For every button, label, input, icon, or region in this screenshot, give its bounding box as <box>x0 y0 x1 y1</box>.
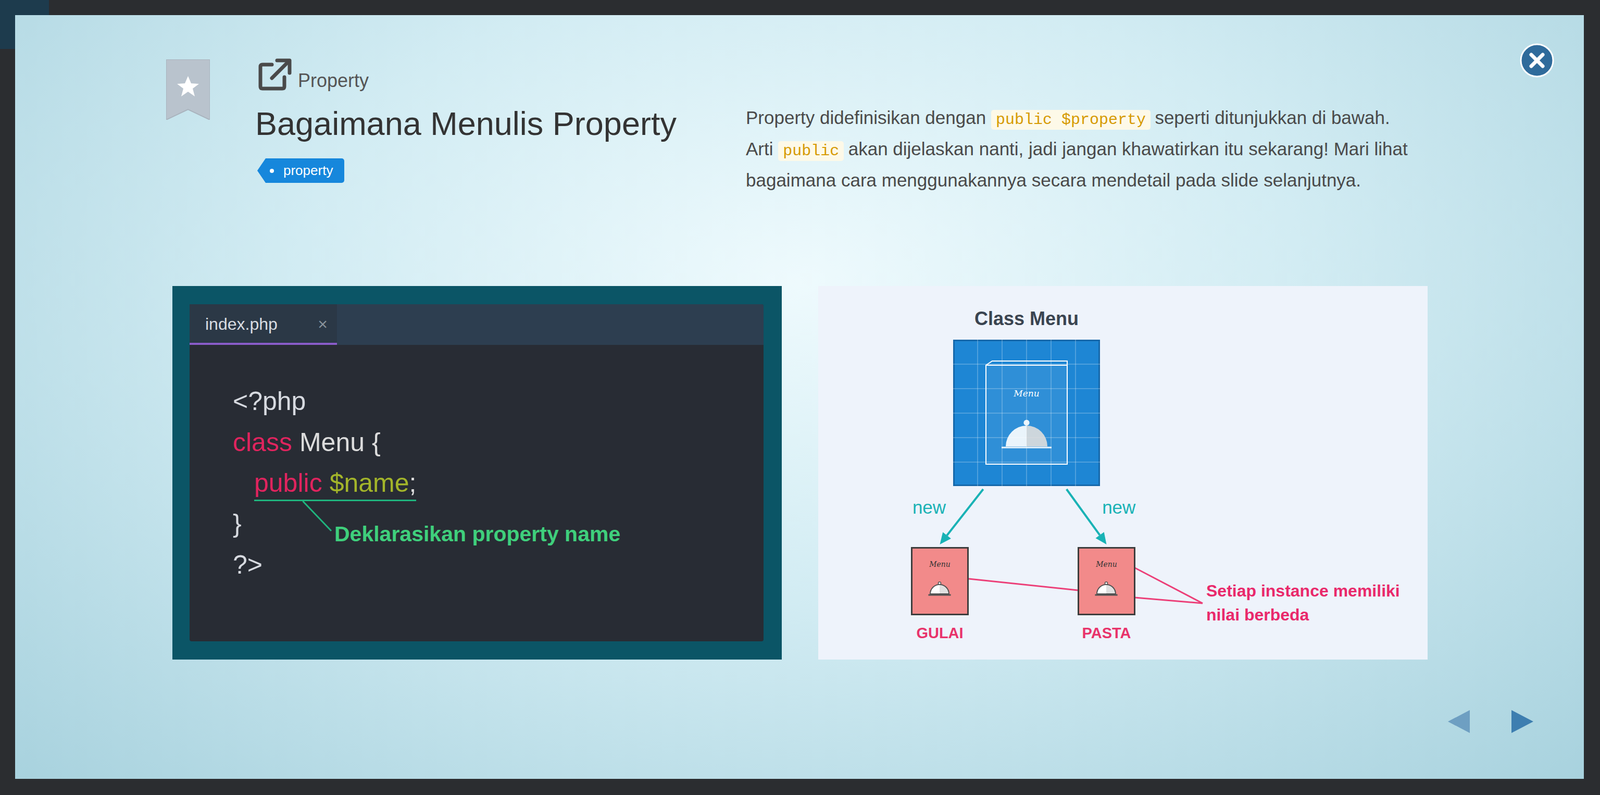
instance-box: MenuGULAI <box>910 546 969 616</box>
code-line: ?> <box>232 548 263 581</box>
menu-script: Menu <box>910 559 969 569</box>
code-line: <?php <box>232 385 306 417</box>
editor-tab: index.php × <box>189 304 337 345</box>
code-line: classMenu { <box>232 426 381 458</box>
next-arrow <box>1509 708 1536 735</box>
bookmark-icon <box>166 59 210 120</box>
callout-text: Setiap instance memiliki nilai berbeda <box>1206 578 1425 627</box>
instance-name: PASTA <box>1082 623 1132 643</box>
cloche-icon <box>1077 546 1136 616</box>
tag-label: property <box>257 158 345 183</box>
description-text: Property didefinisikan dengan <box>745 107 986 128</box>
code-token: <?php <box>232 386 306 416</box>
code-token: } <box>232 508 242 539</box>
code-token: class <box>232 427 293 457</box>
inline-code: public $property <box>991 109 1151 130</box>
instantiation-arrow <box>1066 489 1107 545</box>
close-button <box>1519 42 1555 79</box>
code-line: } <box>232 507 242 540</box>
prev-arrow <box>1445 708 1472 735</box>
section-label: Property <box>297 69 369 93</box>
tag-dot <box>269 168 274 173</box>
code-callout: Deklarasikan property name <box>334 520 621 547</box>
menu-script: Menu <box>1077 559 1136 569</box>
code-line: public$name; <box>254 467 417 502</box>
code-token: ?> <box>232 550 263 580</box>
inline-code: public <box>778 141 844 161</box>
code-token: $name <box>329 468 410 498</box>
class-box: Class MenuMenu <box>953 339 1100 486</box>
slide-title: Bagaimana Menulis Property <box>255 103 677 144</box>
code-token: Menu { <box>299 427 381 457</box>
class-heading: Class Menu <box>974 307 1079 331</box>
code-token: public <box>254 468 323 498</box>
description-text: Property didefinisikan denganpublic $pro… <box>745 103 1410 195</box>
diagram-panel: Setiap instance memiliki nilai berbeda Cl… <box>818 285 1428 660</box>
external-link-icon <box>257 57 293 92</box>
instantiation-arrow <box>940 489 984 545</box>
instance-box: MenuPASTA <box>1077 546 1136 616</box>
cloche-icon <box>910 546 969 616</box>
tab-close: × <box>317 313 328 335</box>
edge-label: new <box>1102 496 1136 518</box>
tag-text: property <box>283 162 333 179</box>
edge-label: new <box>912 496 946 518</box>
instance-name: GULAI <box>916 623 964 643</box>
tab-filename: index.php <box>205 313 278 335</box>
menu-book-illustration <box>953 339 1100 486</box>
code-token: ; <box>409 468 417 498</box>
menu-script: Menu <box>953 387 1100 399</box>
code-panel: <?php classMenu { public$name;} ?> Deklarasi… <box>172 285 782 660</box>
description-text: akan dijelaskan nanti, jadi jangan khawa… <box>745 138 1408 191</box>
